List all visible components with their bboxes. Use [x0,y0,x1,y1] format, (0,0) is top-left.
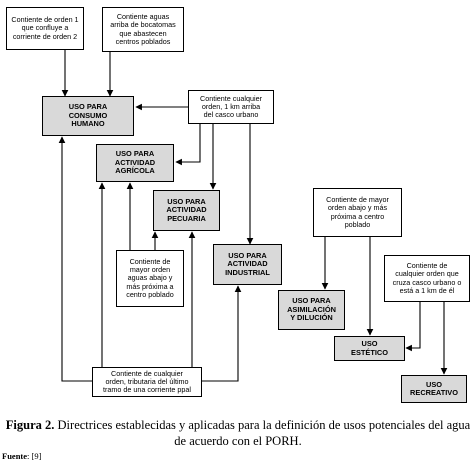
box-casco-urbano: Contiente cualquier orden, 1 km arriba d… [188,90,274,124]
caption-text: Directrices establecidas y aplicadas par… [54,418,471,448]
box-estetico: USO ESTÉTICO [334,336,408,364]
caption-label: Figura 2. [5,418,55,432]
box-cruza-casco-text: Contiente de cualquier orden que cruza c… [392,261,462,295]
box-industrial: USO PARA ACTIVIDAD INDUSTRIAL [213,244,285,288]
box-aguas-bocatomas-text: Contiente aguas arriba de bocatomas que … [110,12,176,46]
box-recreativo: USO RECREATIVO [401,375,470,406]
box-mayor-abajo-text: Contiente de mayor orden aguas abajo y m… [126,256,174,299]
box-agricola: USO PARA ACTIVIDAD AGRÍCOLA [96,144,177,185]
arrow-tributaria-industrial [202,285,242,382]
box-tributaria: Contiente de cualquier orden, tributaria… [92,367,202,397]
arrow-tributaria-consumo [58,136,92,382]
box-industrial-text: USO PARA ACTIVIDAD INDUSTRIAL [225,250,270,277]
box-casco-urbano-text: Contiente cualquier orden, 1 km arriba d… [200,93,262,120]
box-mayor-orden-centro-text: Contiente de mayor orden abajo y más pró… [326,195,389,229]
box-aguas-bocatomas: Contiente aguas arriba de bocatomas que … [102,7,184,52]
arrow-cruza-estetico [405,302,421,352]
box-cruza-casco: Contiente de cualquier orden que cruza c… [384,255,470,302]
box-asimilacion: USO PARA ASIMILACIÓN Y DILUCIÓN [278,290,348,333]
box-mayor-abajo: Contiente de mayor orden aguas abajo y m… [116,250,184,307]
source-text: : [9] [27,451,42,461]
box-asimilacion-text: USO PARA ASIMILACIÓN Y DILUCIÓN [287,296,336,323]
figure-caption: Figura 2. Directrices establecidas y apl… [0,417,476,449]
arrow-casco-agricola [175,122,201,166]
box-pecuaria: USO PARA ACTIVIDAD PECUARIA [153,190,223,234]
box-orden1: Contiente de orden 1 que confluye a corr… [6,7,84,50]
box-mayor-orden-centro: Contiente de mayor orden abajo y más pró… [313,188,402,237]
box-pecuaria-text: USO PARA ACTIVIDAD PECUARIA [166,196,207,223]
box-estetico-text: USO ESTÉTICO [351,339,388,357]
figure-source: Fuente: [9] [2,451,41,461]
box-consumo-humano-text: USO PARA CONSUMO HUMANO [68,102,108,129]
flow-diagram: Contiente de orden 1 que confluye a corr… [6,7,470,406]
box-orden1-text: Contiente de orden 1 que confluye a corr… [11,15,79,41]
source-label: Fuente [2,451,28,461]
box-agricola-text: USO PARA ACTIVIDAD AGRÍCOLA [114,149,156,176]
box-consumo-humano: USO PARA CONSUMO HUMANO [42,96,137,139]
box-recreativo-text: USO RECREATIVO [410,379,458,397]
connector-layer [58,50,448,382]
box-tributaria-text: Contiente de cualquier orden, tributaria… [103,368,191,395]
